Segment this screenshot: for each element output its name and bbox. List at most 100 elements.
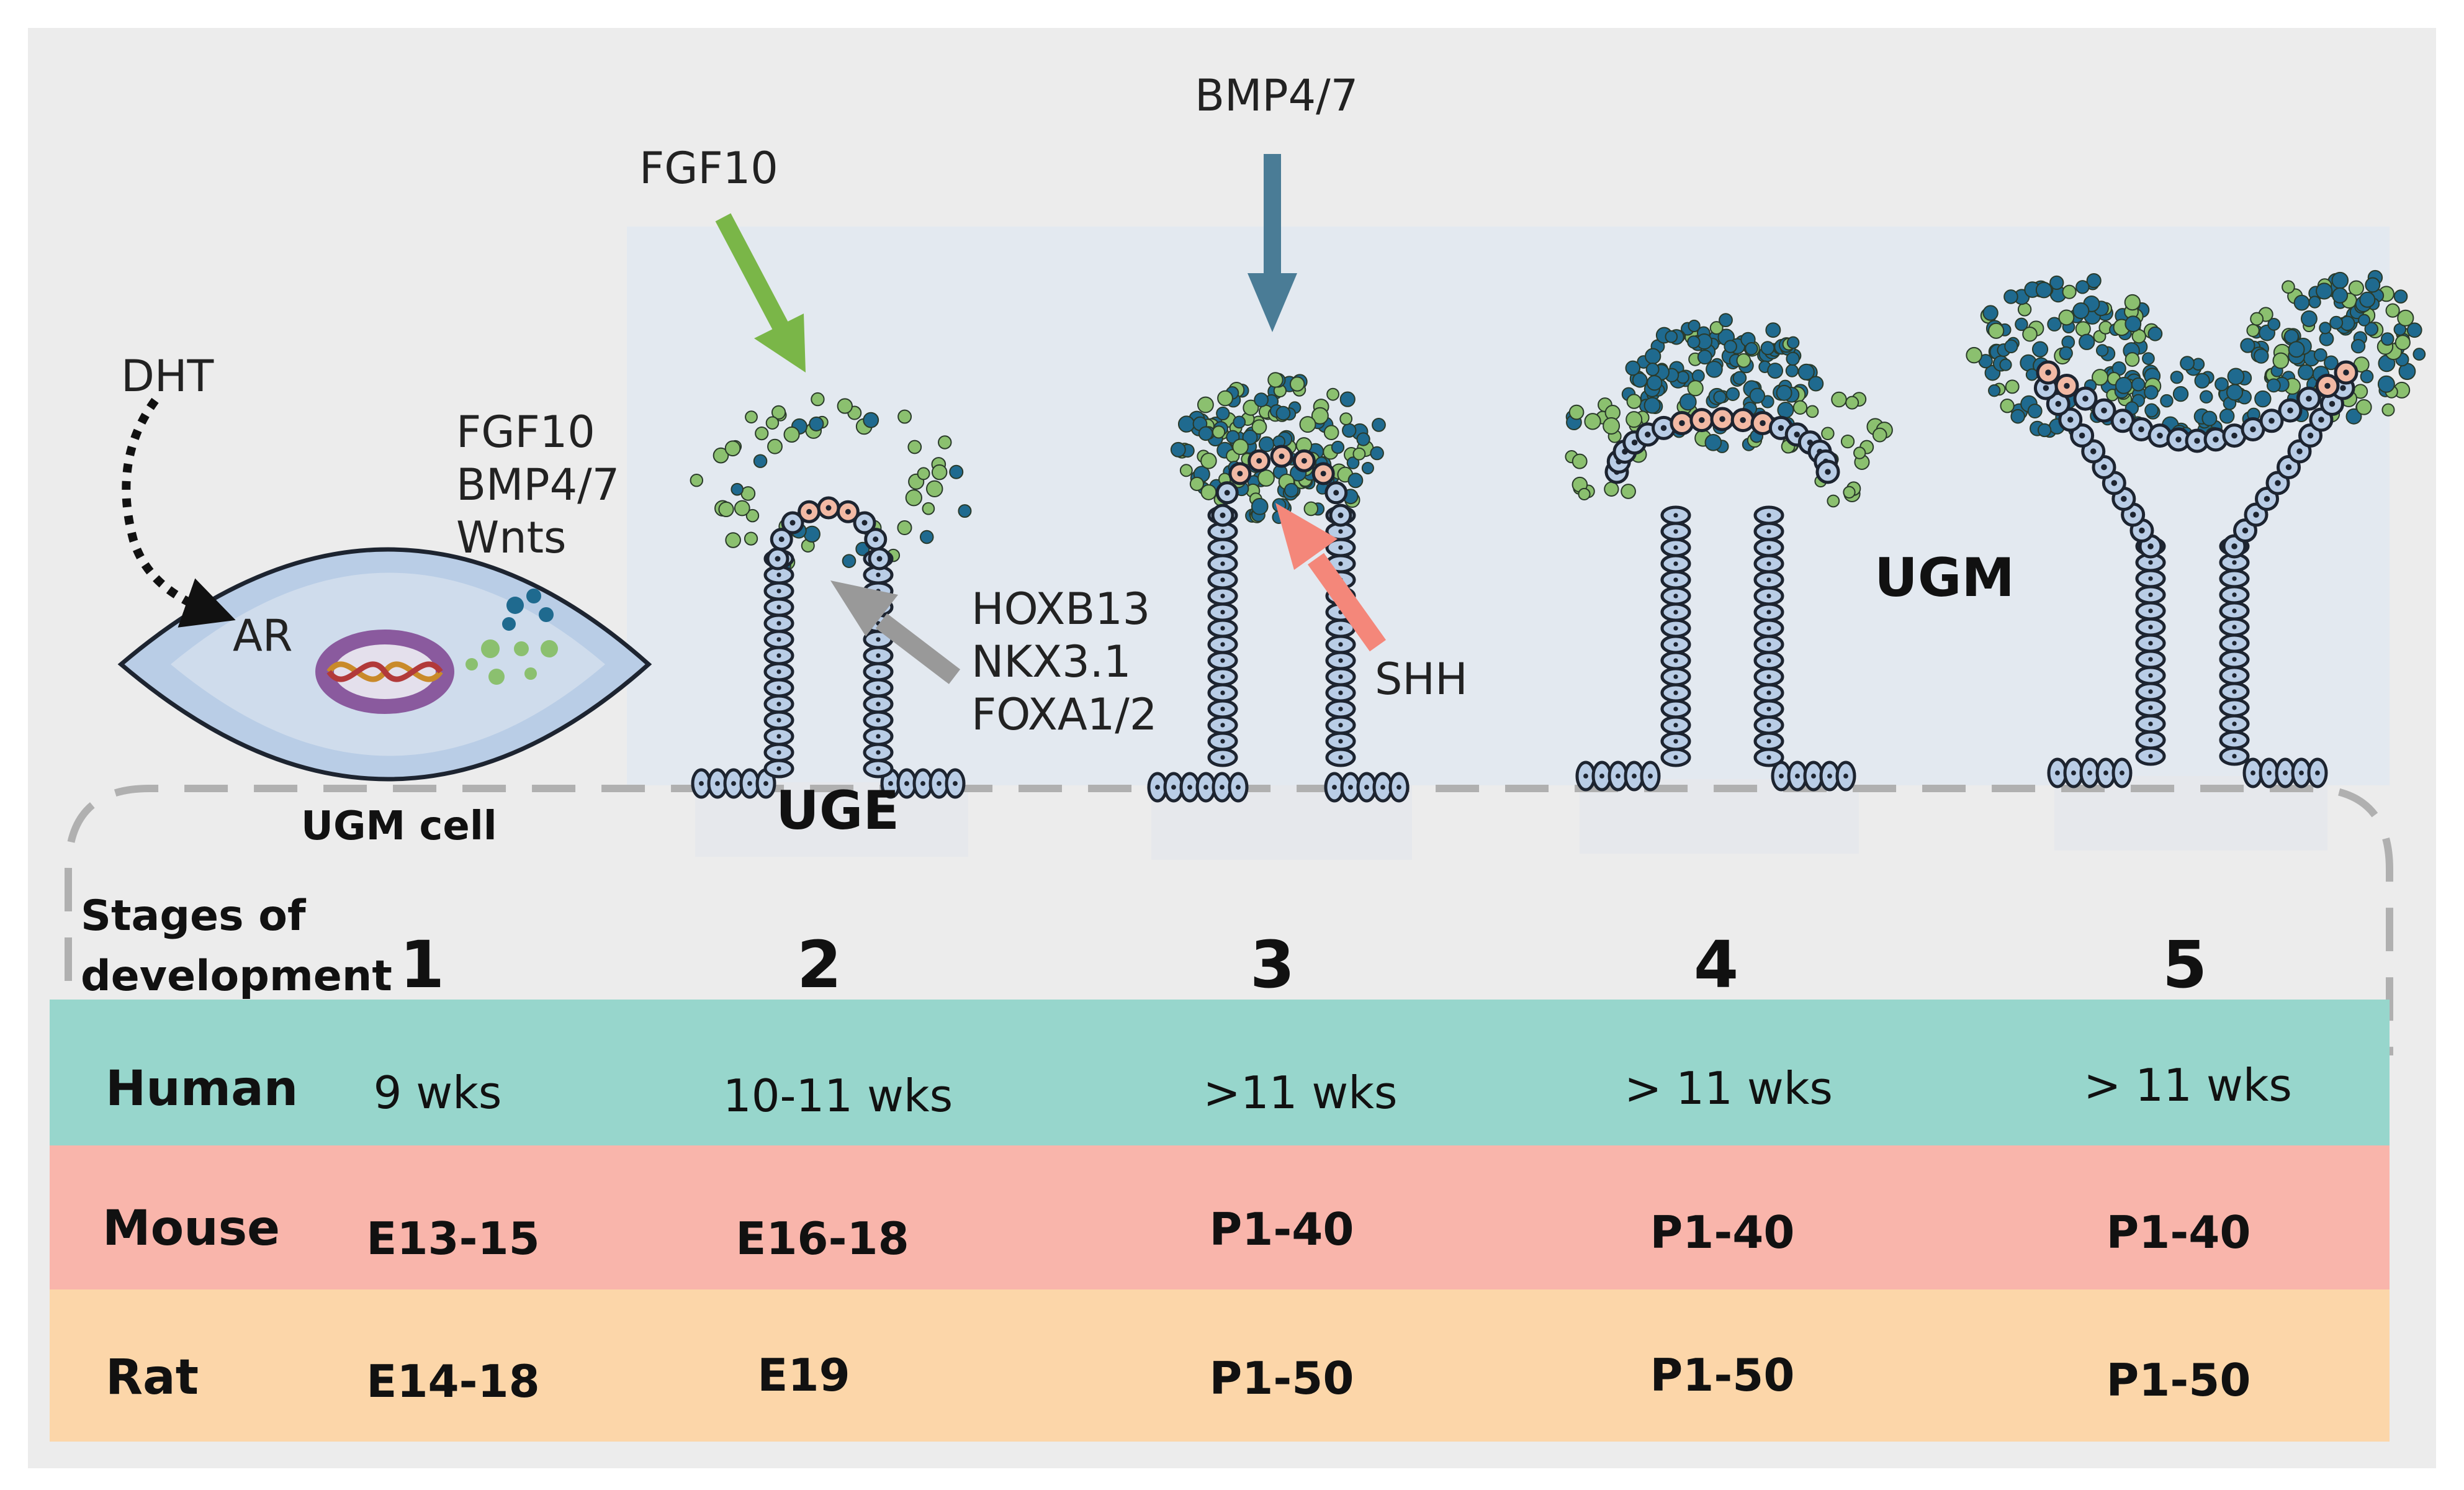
secretion-dot [502, 617, 516, 631]
bmp-dot [1719, 313, 1733, 328]
bmp-arrow [1248, 154, 1297, 332]
cell-nucleus [2231, 432, 2237, 439]
fgf-dot [811, 392, 825, 407]
cell-nucleus [2232, 608, 2237, 613]
bmp-dot [2075, 280, 2090, 294]
cell-nucleus [1632, 774, 1637, 779]
bmp-dot [1647, 375, 1663, 391]
cell-nucleus [2232, 560, 2237, 565]
bmp-dot [2350, 338, 2366, 354]
fgf-dot [2124, 294, 2141, 311]
bmp-dot [1258, 436, 1275, 453]
cell-nucleus [876, 653, 881, 658]
bmp-dot [2061, 335, 2075, 350]
bmp-dot [1356, 432, 1370, 446]
cell-nucleus [1766, 529, 1771, 534]
bmp-dot [2049, 275, 2064, 291]
bmp-dot [919, 530, 934, 544]
fgf-dot [1352, 447, 1366, 461]
fgf-dot [1197, 396, 1214, 413]
cell-nucleus [1338, 529, 1343, 534]
fgf-dot [1584, 413, 1601, 430]
fgf-dot [2381, 403, 2395, 417]
fgf-dot [905, 489, 922, 507]
fgf-dot [1200, 484, 1217, 500]
bmp-dot [1706, 361, 1723, 378]
cell-nucleus [1673, 610, 1678, 615]
fgf-dot [1736, 353, 1751, 368]
cell-nucleus [1673, 723, 1678, 728]
fgf-dot [1625, 411, 1643, 428]
bmp-dot [1177, 415, 1195, 433]
fgf-dot [724, 440, 741, 457]
fgf-dot [1603, 417, 1621, 435]
bmp-dot [1999, 358, 2012, 371]
bmp-dot [2115, 376, 2133, 394]
cell-nucleus [1673, 626, 1678, 631]
bmp-dot [2027, 404, 2043, 419]
cell-nucleus [876, 734, 881, 739]
cell-nucleus [876, 718, 881, 723]
cell-nucleus [2232, 721, 2237, 726]
cell-nucleus [1220, 658, 1225, 663]
ugm-cell-label: UGM cell [301, 803, 497, 849]
bmp-dot [1704, 434, 1722, 451]
cell-nucleus [2232, 689, 2237, 694]
cell-nucleus [1766, 755, 1771, 760]
bmp-dot [1713, 390, 1727, 404]
shh-label: SHH [1375, 654, 1468, 705]
cell-nucleus [2253, 512, 2259, 518]
cell-nucleus [806, 508, 812, 515]
cell-nucleus [1338, 545, 1343, 550]
bmp-label: BMP4/7 [1195, 70, 1358, 121]
cell-nucleus [1766, 561, 1771, 566]
cell-nucleus [1766, 545, 1771, 550]
species-rat: Rat [106, 1350, 199, 1406]
cell-nucleus [861, 520, 868, 526]
fgf-dot [767, 438, 783, 454]
cell-nucleus [1220, 674, 1225, 679]
cell-nucleus [2275, 480, 2281, 486]
cell-nucleus [2318, 417, 2324, 423]
cell-nucleus [2264, 495, 2270, 502]
cell-nucleus [2283, 770, 2288, 775]
secretion-dot [488, 669, 505, 685]
bmp-dot [2324, 355, 2339, 371]
fgf-dot [917, 467, 930, 481]
cell-nucleus [1320, 471, 1326, 477]
bmp-dot [1284, 482, 1299, 498]
cell-nucleus [2175, 436, 2182, 443]
cell-nucleus [2232, 754, 2237, 759]
cell-nucleus [1220, 512, 1226, 518]
cell-nucleus [904, 781, 909, 786]
fgf-dot [2000, 399, 2015, 413]
cell-nucleus [1348, 785, 1353, 790]
fgf-dot [1988, 322, 2005, 339]
bmp-dot [2010, 409, 2025, 424]
bmp-dot [1688, 319, 1701, 333]
fgf-dot [2062, 284, 2077, 299]
fgf-dot [718, 501, 734, 518]
cell-nucleus [1766, 513, 1771, 518]
dht-arrow [122, 397, 236, 628]
cell-nucleus [1338, 512, 1344, 518]
cell-nucleus [1279, 453, 1285, 459]
human-stage4: > 11 wks [1624, 1062, 1833, 1114]
bmp-dot [2267, 317, 2281, 331]
cell-nucleus [2232, 738, 2237, 743]
fgf-dot [1179, 464, 1193, 477]
cell-nucleus [2101, 407, 2107, 413]
fgf-dot [1232, 438, 1249, 456]
cell-nucleus [789, 520, 796, 526]
fgf-dot [2022, 326, 2038, 342]
bmp-dot [2227, 368, 2245, 386]
secretion-dot [541, 640, 558, 657]
fgf-dot [897, 409, 912, 424]
cell-nucleus [1843, 774, 1848, 779]
tf-factor-3: FOXA1/2 [971, 689, 1157, 740]
human-row [50, 1000, 2390, 1145]
cell-nucleus [2324, 382, 2331, 389]
bmp-dot [1643, 397, 1661, 414]
bmp-dot [2226, 384, 2244, 401]
bmp-dot [1982, 305, 1999, 321]
